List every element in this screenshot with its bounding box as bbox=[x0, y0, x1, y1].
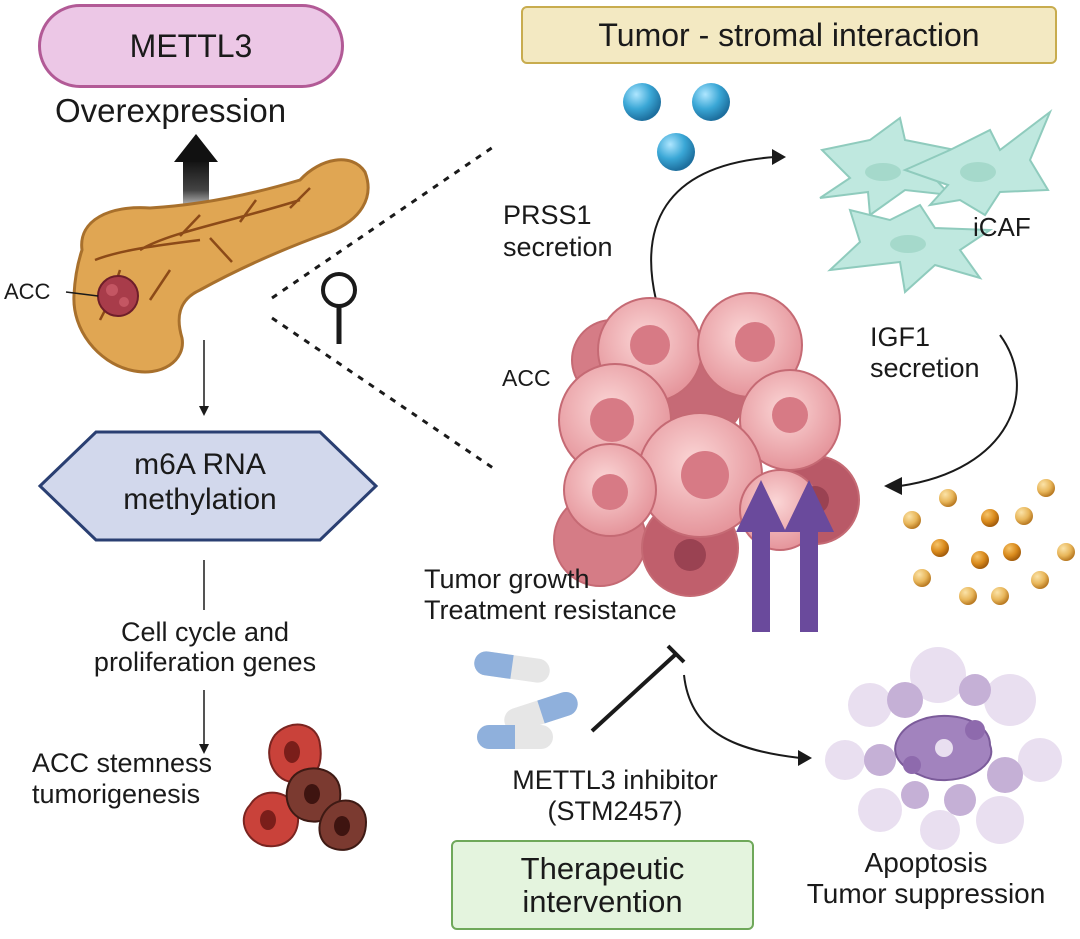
growth-label: Tumor growth Treatment resistance bbox=[424, 564, 677, 626]
prss1-molecules bbox=[623, 83, 730, 171]
igf1-arrow bbox=[884, 334, 1018, 495]
acc-label-left: ACC bbox=[4, 279, 51, 304]
magnifier-icon bbox=[321, 272, 357, 344]
m6a-hexagon bbox=[37, 430, 379, 542]
title-box: Tumor - stromal interaction bbox=[521, 6, 1057, 64]
therapeutic-label: Therapeutic intervention bbox=[520, 850, 685, 919]
prss1-arrow bbox=[650, 149, 786, 301]
overexpression-label: Overexpression bbox=[55, 92, 287, 129]
down-arrow-1 bbox=[199, 340, 209, 416]
title-label: Tumor - stromal interaction bbox=[598, 16, 980, 53]
stem-cells-illustration bbox=[242, 723, 368, 851]
stemness-label: ACC stemness tumorigenesis bbox=[32, 748, 213, 810]
mettl3-label: METTL3 bbox=[129, 27, 253, 64]
outcome-label: Apoptosis Tumor suppression bbox=[806, 847, 1046, 909]
icaf-cells bbox=[819, 108, 1053, 294]
down-arrow-2 bbox=[199, 690, 209, 754]
growth-arrows bbox=[736, 480, 834, 632]
pills-illustration bbox=[474, 651, 578, 749]
zoom-lines bbox=[271, 143, 497, 472]
apoptosis-arrow bbox=[683, 674, 812, 766]
icaf-label: iCAF bbox=[973, 212, 1031, 242]
pancreas-illustration bbox=[72, 158, 370, 374]
inhibition-symbol bbox=[590, 644, 686, 733]
mettl3-box: METTL3 bbox=[38, 4, 344, 88]
apoptotic-cells bbox=[825, 647, 1062, 850]
prss1-label: PRSS1 secretion bbox=[503, 200, 613, 262]
igf1-label: IGF1 secretion bbox=[870, 322, 980, 384]
acc-label-right: ACC bbox=[502, 365, 551, 391]
therapeutic-box: Therapeutic intervention bbox=[451, 840, 754, 930]
cell-cycle-label: Cell cycle and proliferation genes bbox=[93, 617, 317, 678]
inhibitor-label: METTL3 inhibitor (STM2457) bbox=[512, 765, 718, 827]
m6a-label: m6A RNA methylation bbox=[123, 448, 277, 516]
acc-pointer bbox=[65, 291, 99, 297]
igf1-molecules bbox=[903, 479, 1075, 605]
